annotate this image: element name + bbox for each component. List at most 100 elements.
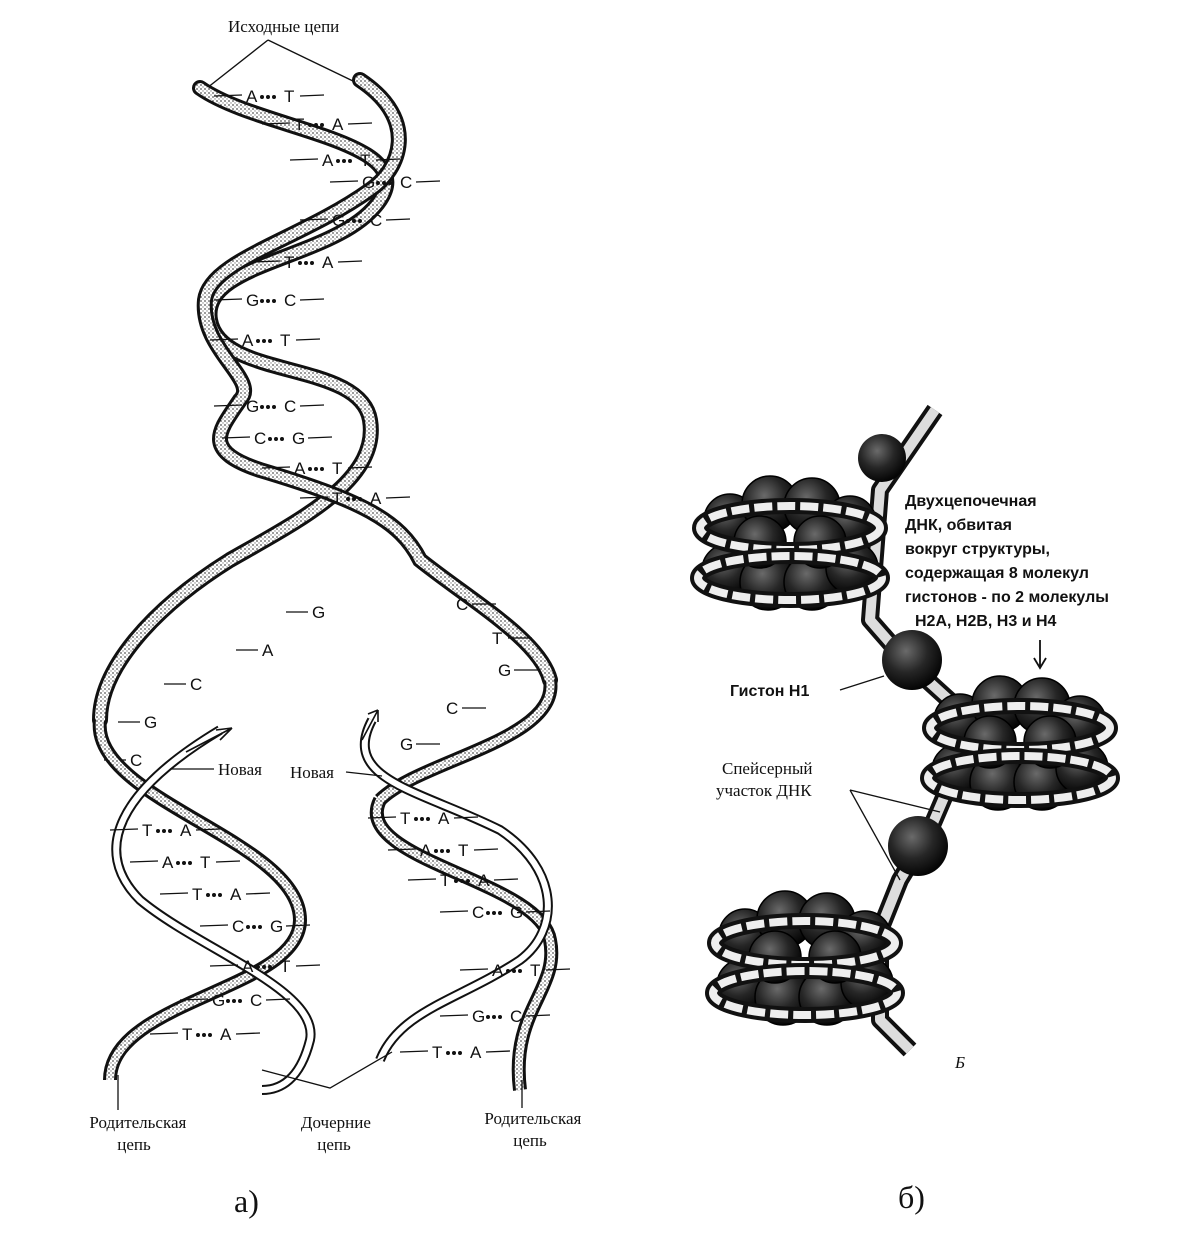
base-letter: T (332, 459, 342, 478)
bond-line-right (285, 924, 311, 927)
hydrogen-bond-dot (298, 261, 302, 265)
base-letter: T (458, 841, 468, 860)
left-new-arrow-icon (185, 727, 233, 753)
bond-line-left (367, 816, 397, 819)
base-letter: G (510, 903, 523, 922)
unpaired-base: G (400, 735, 440, 754)
pointer-daughter (261, 1051, 393, 1089)
hydrogen-bond-dot (486, 911, 490, 915)
base-letter: T (530, 961, 540, 980)
bond-line-right (385, 218, 411, 221)
hydrogen-bond-dot (498, 1015, 502, 1019)
bond-line-right (375, 158, 401, 161)
hydrogen-bond-dot (266, 95, 270, 99)
unpaired-base: C (446, 699, 486, 718)
nucleosome-middle (920, 675, 1120, 811)
bond-line-right (385, 496, 411, 499)
bond-line-left (439, 1014, 469, 1017)
hydrogen-bond-dot (414, 817, 418, 821)
bond-line-right (347, 466, 373, 469)
bond-line-left (251, 260, 281, 263)
hydrogen-bond-dot (352, 497, 356, 501)
base-letter: C (400, 173, 412, 192)
hydrogen-bond-dot (168, 829, 172, 833)
hydrogen-bond-dot (358, 497, 362, 501)
base-letter: T (294, 115, 304, 134)
label-double-stranded-dna: Двухцепочечная ДНК, обвитая вокруг струк… (905, 493, 1113, 630)
hydrogen-bond-dot (320, 467, 324, 471)
bond-line-left (407, 878, 437, 881)
base-letter: T (332, 489, 342, 508)
base-letter: G (246, 291, 259, 310)
hydrogen-bond-dot (346, 219, 350, 223)
base-letter: C (370, 211, 382, 230)
hydrogen-bond-dot (498, 911, 502, 915)
base-letter: A (420, 841, 432, 860)
base-letter: A (242, 957, 254, 976)
bond-line-right (299, 404, 325, 407)
base-letter: A (294, 459, 306, 478)
hydrogen-bond-dot (246, 925, 250, 929)
hydrogen-bond-dot (336, 159, 340, 163)
left-parent-strand-fill (95, 719, 305, 1081)
base-letter: A (220, 1025, 232, 1044)
bond-line-left (129, 860, 159, 863)
left-new-strand-fill (113, 727, 314, 1093)
hydrogen-bond-dot (492, 911, 496, 915)
strand-b-fill (199, 75, 555, 685)
base-letter: T (400, 809, 410, 828)
bond-line-left (399, 1050, 429, 1053)
base-letter: G (144, 713, 157, 732)
bond-line-left (387, 848, 417, 851)
base-letter: A (180, 821, 192, 840)
hydrogen-bond-dot (262, 965, 266, 969)
hydrogen-bond-dot (358, 219, 362, 223)
right-daughter-helix (360, 709, 559, 1091)
bond-line-right (195, 828, 221, 831)
bond-line-left (149, 1032, 179, 1035)
hydrogen-bond-dot (196, 1033, 200, 1037)
hydrogen-bond-dot (202, 1033, 206, 1037)
base-letter: T (432, 1043, 442, 1062)
hydrogen-bond-dot (182, 861, 186, 865)
base-letter: A (322, 253, 334, 272)
base-letter: T (284, 87, 294, 106)
bond-line-right (545, 968, 571, 971)
hydrogen-bond-dot (268, 339, 272, 343)
bond-line-left (439, 910, 469, 913)
hydrogen-bond-dot (376, 181, 380, 185)
nucleosome-top (690, 475, 890, 611)
base-letter: A (478, 871, 490, 890)
hydrogen-bond-dot (352, 219, 356, 223)
unpaired-base: A (236, 641, 274, 660)
base-letter: T (280, 331, 290, 350)
histone-h1-ball-mid (882, 630, 942, 690)
hydrogen-bond-dot (506, 969, 510, 973)
unpaired-base: G (118, 713, 157, 732)
hydrogen-bond-dot (446, 849, 450, 853)
unpaired-base: T (492, 629, 532, 648)
hydrogen-bond-dot (226, 999, 230, 1003)
dna-wrap-band-fill (709, 967, 901, 1019)
hydrogen-bond-dot (434, 849, 438, 853)
bond-line-left (209, 338, 239, 341)
dna-wrap-band-fill (694, 552, 886, 604)
hydrogen-bond-dot (452, 1051, 456, 1055)
hydrogen-bond-dot (218, 893, 222, 897)
base-letter: G (362, 173, 375, 192)
base-letter: A (370, 489, 382, 508)
hydrogen-bond-dot (232, 999, 236, 1003)
base-letter: A (438, 809, 450, 828)
base-letter: A (242, 331, 254, 350)
hydrogen-bond-dot (258, 925, 262, 929)
hydrogen-bond-dot (518, 969, 522, 973)
bond-line-right (485, 1050, 511, 1053)
panel-b-nucleosome: Двухцепочечная ДНК, обвитая вокруг струк… (690, 404, 1120, 1215)
